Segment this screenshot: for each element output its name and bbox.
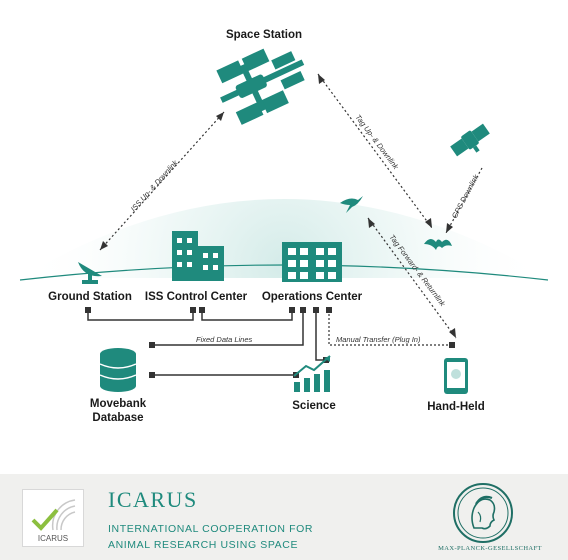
arrow-head [425,218,432,228]
fixed-lines-label: Fixed Data Lines [196,335,253,344]
tag-link-line [317,73,433,229]
manual-transfer-label: Manual Transfer (Plug In) [336,335,421,344]
fixed-data-lines [87,310,326,376]
manual-transfer-line [328,310,452,346]
chart-icon [293,355,331,392]
space-station-icon [216,48,305,125]
tag-link-label: Tag Up- & Downlink [353,113,401,172]
ground-station-label: Ground Station [48,291,132,303]
icarus-logo: ICARUS [22,489,84,547]
footer-bar [0,474,568,560]
arrow-head [368,218,375,228]
arrow-head [216,112,224,121]
gps-link-line [445,167,483,234]
arrow-head [449,328,456,338]
org-name: MAX-PLANCK-GESELLSCHAFT [438,545,542,552]
arrow-head [318,74,325,84]
iss-control-label: ISS Control Center [145,291,248,303]
movebank-label: Movebank [90,398,147,410]
logo-text: ICARUS [37,534,69,543]
operations-label: Operations Center [262,291,363,303]
satellite-dish-icon [78,262,102,284]
atmosphere-glow [20,199,548,278]
science-label: Science [292,400,335,412]
iss-link-line [99,111,225,251]
arrow-head [100,241,108,250]
handheld-device-icon [444,358,468,394]
footer-title: ICARUS [108,487,198,512]
gps-link-label: GPS Downlink [450,172,481,220]
office-building-icon [282,242,342,282]
footer-subtitle-1: INTERNATIONAL COOPERATION FOR [108,523,314,535]
space-station-label: Space Station [226,29,302,41]
iss-link-label: ISS Up- & Downlink [129,157,181,213]
arrow-head [446,223,453,233]
satellite-icon [450,123,490,157]
bat-icon [424,238,452,250]
bird-icon [340,196,363,213]
minerva-emblem-icon [453,483,513,543]
database-icon [99,348,137,392]
hand-held-label: Hand-Held [427,401,485,413]
footer-subtitle-2: ANIMAL RESEARCH USING SPACE [108,539,299,551]
check-swoosh-icon [31,499,76,531]
building-icon [172,231,224,281]
movebank-label-2: Database [92,412,143,424]
line-endpoint [449,342,455,348]
